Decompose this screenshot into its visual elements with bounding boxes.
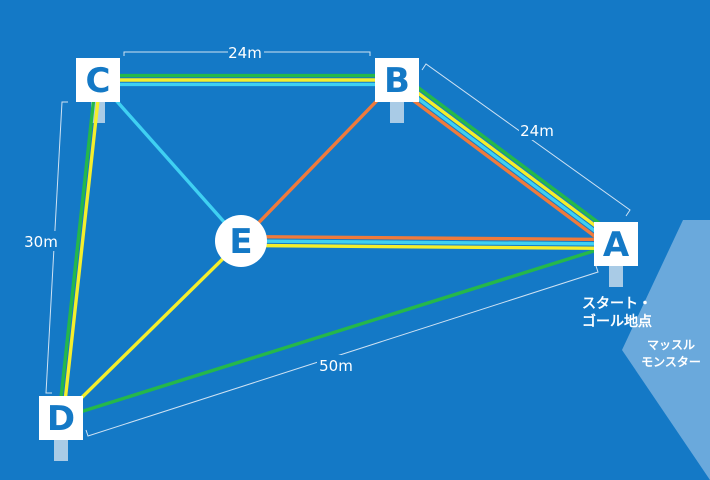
route-segment-yellow-cd: [61, 78, 102, 420]
route-segment-yellow-ae: [239, 243, 618, 251]
node-e: E: [215, 215, 267, 267]
node-a: A: [594, 222, 638, 266]
node-e-label: E: [229, 222, 252, 262]
route-lines: [57, 73, 622, 420]
dimension-label-cb: 24m: [228, 44, 262, 62]
dimension-mask-cb: [228, 42, 264, 62]
node-b-label: B: [384, 61, 410, 101]
node-c-label: C: [86, 61, 111, 101]
route-segment-orange-ae: [239, 234, 618, 242]
dimension-mask-cd: [22, 231, 58, 251]
node-posts: [54, 101, 623, 461]
monster-zone: [622, 220, 710, 480]
post-a: [609, 265, 623, 287]
route-segment-orange-be: [239, 78, 399, 243]
route-segment-orange-ab: [391, 83, 614, 251]
dimension-label-cd: 30m: [24, 233, 58, 251]
dimension-line-da: [85, 265, 599, 437]
node-d-label: D: [47, 399, 75, 439]
post-b: [390, 101, 404, 123]
route-segment-yellow-ab: [396, 76, 620, 244]
route-segment-yellow-de: [59, 239, 243, 420]
dimension-mask-ba: [519, 120, 555, 140]
route-segment-cyan-ab: [393, 80, 617, 248]
dimension-label-ba: 24m: [520, 122, 554, 140]
route-segment-green-ad: [59, 242, 618, 420]
node-a-label: A: [603, 225, 630, 265]
route-segment-green-ab: [399, 73, 622, 241]
dimension-mask-da: [317, 355, 355, 375]
node-d: D: [39, 396, 83, 440]
route-segment-cyan-ce: [96, 78, 243, 243]
node-b: B: [375, 58, 419, 102]
route-segment-green-cd: [57, 78, 98, 420]
start-goal-label-line2: ゴール地点: [582, 313, 652, 330]
route-segment-cyan-ae: [239, 239, 618, 246]
monster-zone-label-line2: モンスター: [641, 355, 701, 369]
post-d: [54, 439, 68, 461]
start-goal-label-line1: スタート・: [582, 296, 652, 312]
node-c: C: [76, 58, 120, 102]
monster-zone-label-line1: マッスル: [647, 338, 695, 352]
dimension-label-da: 50m: [319, 357, 353, 375]
